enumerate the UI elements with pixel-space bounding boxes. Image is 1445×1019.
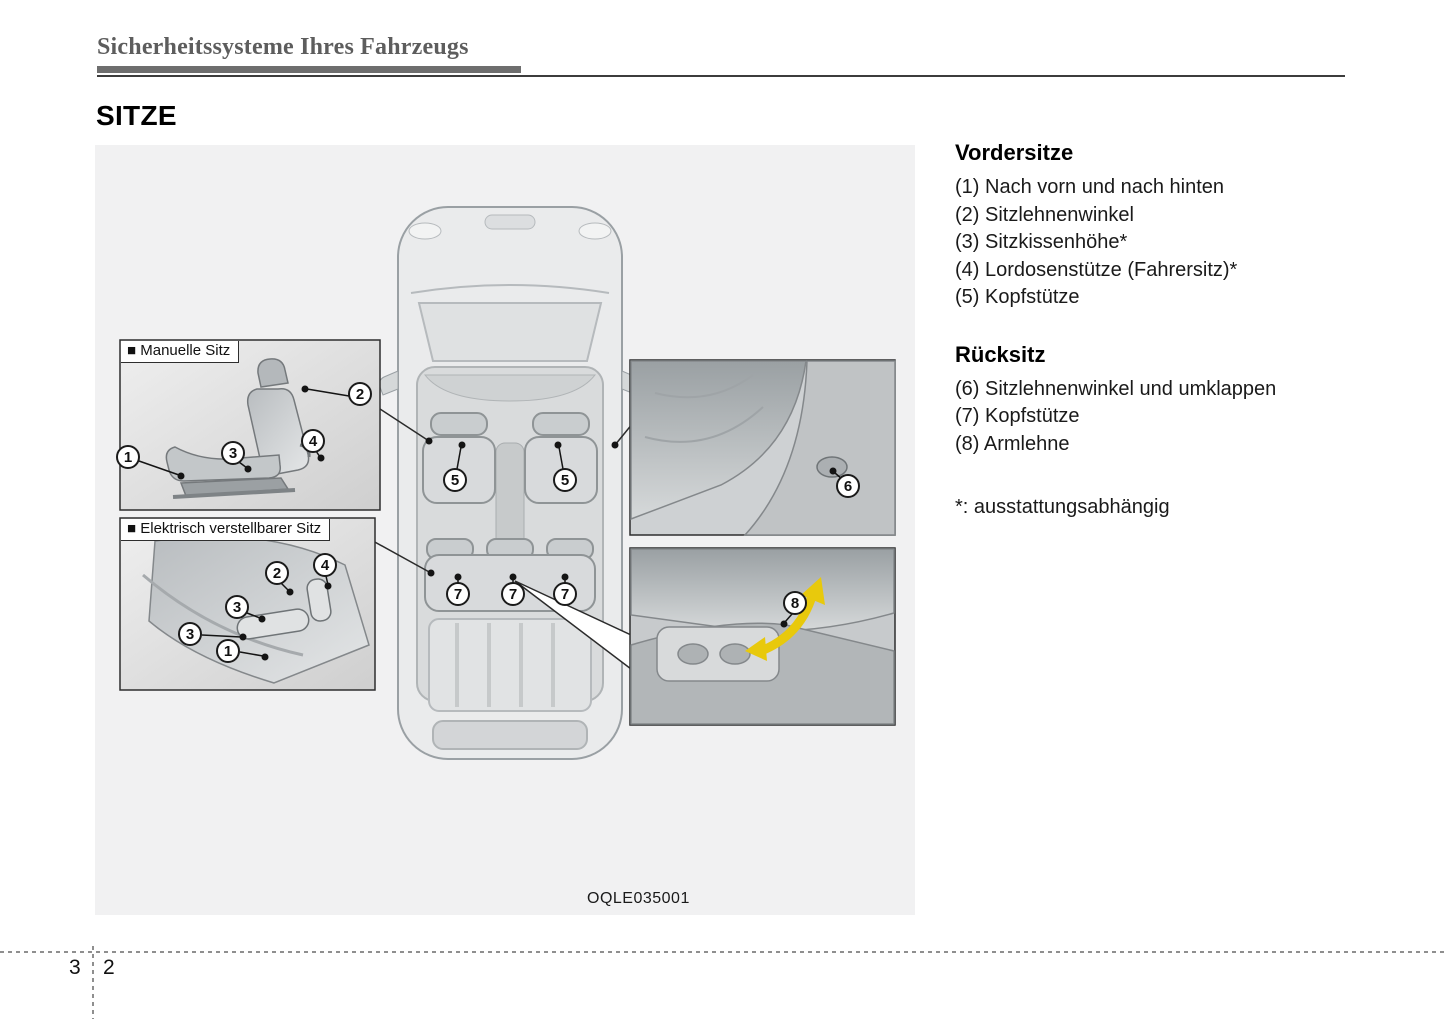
header-underline-bar bbox=[97, 66, 521, 73]
rear-seat-item-7: (7) Kopfstütze bbox=[955, 405, 1080, 427]
front-seats-heading: Vordersitze bbox=[955, 140, 1074, 165]
footer-vertical-divider bbox=[92, 946, 94, 1019]
rear-seat-item-6: (6) Sitzlehnenwinkel und umklappen bbox=[955, 377, 1277, 400]
front-seat-item-3: (3) Sitzkissenhöhe* bbox=[955, 231, 1128, 253]
callout-3: 3 bbox=[225, 595, 249, 619]
rear-seat-item-8: (8) Armlehne bbox=[955, 432, 1070, 455]
footnote: *: ausstattungsabhängig bbox=[955, 496, 1170, 518]
fold-arrow-icon bbox=[759, 591, 818, 656]
callout-7: 7 bbox=[501, 582, 525, 606]
front-seat-item-5: (5) Kopfstütze bbox=[955, 286, 1080, 308]
callout-5: 5 bbox=[443, 468, 467, 492]
callout-6: 6 bbox=[836, 474, 860, 498]
inset-rear-seat-photo bbox=[629, 359, 896, 536]
inset-armrest-photo bbox=[629, 547, 896, 726]
callout-4: 4 bbox=[301, 429, 325, 453]
front-seat-item-2: (2) Sitzlehnenwinkel bbox=[955, 203, 1134, 226]
rear-seat-heading: Rücksitz bbox=[955, 341, 1046, 367]
callout-1: 1 bbox=[116, 445, 140, 469]
callout-2: 2 bbox=[265, 561, 289, 585]
seats-figure: ■ Manuelle Sitz ■ Elektrisch verstellbar… bbox=[95, 145, 915, 915]
page-number: 2 bbox=[103, 956, 115, 979]
figure-code: OQLE035001 bbox=[587, 890, 690, 907]
chapter-header: Sicherheitssysteme Ihres Fahrzeugs bbox=[97, 34, 469, 60]
callout-7: 7 bbox=[446, 582, 470, 606]
front-seat-item-4: (4) Lordosenstütze (Fahrersitz)* bbox=[955, 258, 1238, 281]
callout-1: 1 bbox=[216, 639, 240, 663]
callout-leader-lines bbox=[138, 385, 843, 661]
inset-label-manual-seat: ■ Manuelle Sitz bbox=[121, 341, 240, 363]
footer-divider bbox=[0, 951, 1445, 953]
inset-label-power-seat: ■ Elektrisch verstellbarer Sitz bbox=[121, 519, 331, 541]
car-top-view bbox=[379, 206, 641, 760]
callout-5: 5 bbox=[553, 468, 577, 492]
header-rule bbox=[97, 75, 1345, 77]
callout-2: 2 bbox=[348, 382, 372, 406]
callout-8: 8 bbox=[783, 591, 807, 615]
chapter-number: 3 bbox=[69, 956, 81, 979]
inset-manual-seat-photo bbox=[119, 339, 381, 511]
description-column: Vordersitze (1) Nach vorn und nach hinte… bbox=[955, 140, 1415, 519]
callout-3: 3 bbox=[178, 622, 202, 646]
front-seat-item-1: (1) Nach vorn und nach hinten bbox=[955, 176, 1225, 198]
callout-4: 4 bbox=[313, 553, 337, 577]
callout-3: 3 bbox=[221, 441, 245, 465]
section-title: SITZE bbox=[96, 100, 177, 131]
callout-7: 7 bbox=[553, 582, 577, 606]
